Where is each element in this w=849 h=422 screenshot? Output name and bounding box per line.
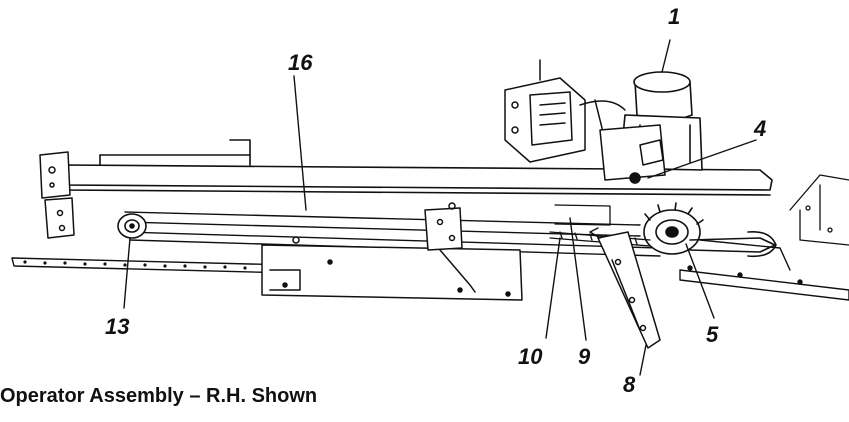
callout-9: 9 xyxy=(578,344,591,369)
release-lever xyxy=(589,227,661,349)
limit-switch-bracket xyxy=(599,124,666,184)
idler-pulley xyxy=(117,213,147,239)
leader-line-13 xyxy=(123,237,131,309)
callout-8: 8 xyxy=(623,372,636,397)
leader-line-16 xyxy=(293,75,307,211)
leader-lines xyxy=(123,39,757,376)
callout-5: 5 xyxy=(706,322,719,347)
leader-line-4 xyxy=(647,139,757,179)
drive-gear xyxy=(643,202,777,258)
leader-line-8 xyxy=(639,344,647,376)
callout-4: 4 xyxy=(754,116,767,141)
belt-clamp-bracket xyxy=(424,202,476,293)
leader-line-9 xyxy=(569,217,587,341)
callout-1: 1 xyxy=(668,4,681,29)
leader-line-10 xyxy=(545,237,561,339)
callout-10: 10 xyxy=(518,344,543,369)
callout-13: 13 xyxy=(105,314,130,339)
right-end-frame xyxy=(789,174,849,246)
carriage-plate xyxy=(261,236,523,301)
leader-line-5 xyxy=(685,243,715,319)
lower-track-rail xyxy=(11,257,293,274)
left-end-bracket xyxy=(39,151,75,239)
right-track xyxy=(679,239,849,301)
callout-16: 16 xyxy=(288,50,313,75)
leader-line-1 xyxy=(661,39,671,73)
figure-caption: Operator Assembly – R.H. Shown xyxy=(0,385,318,407)
gearbox-controller xyxy=(504,59,626,163)
